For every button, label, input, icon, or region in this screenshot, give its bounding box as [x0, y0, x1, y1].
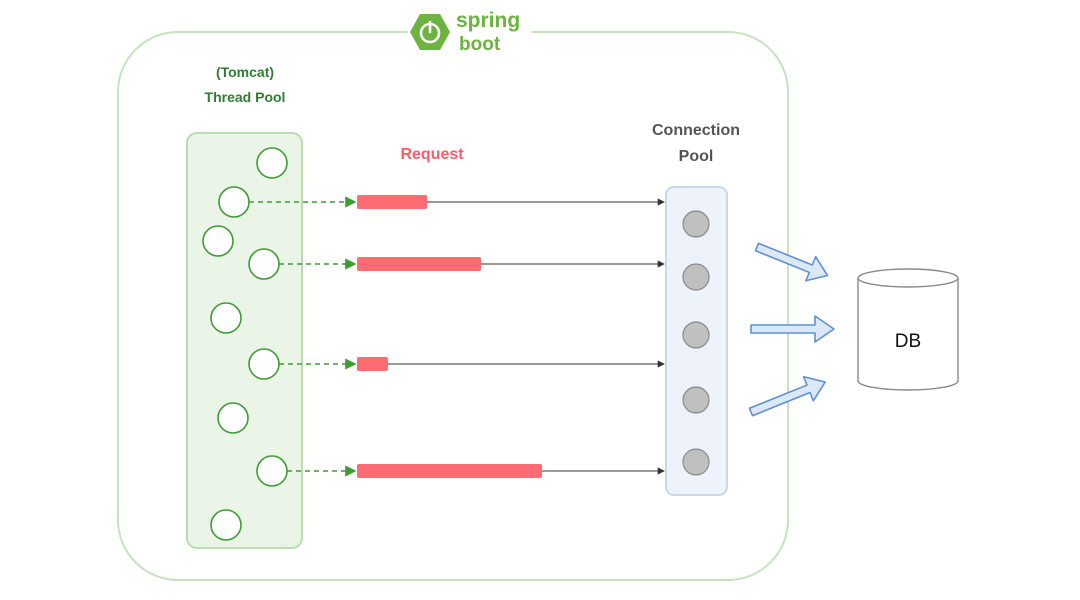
spring-boot-logo: spring boot [408, 8, 532, 58]
thread-circle [202, 225, 234, 257]
request-bar [357, 357, 388, 371]
request-bar [357, 464, 542, 478]
connections [682, 210, 710, 476]
thread-circle [256, 147, 288, 179]
thread-pool-label-line1: (Tomcat) [216, 64, 274, 80]
connection-pool-label-line2: Pool [679, 148, 714, 165]
logo-word-boot: boot [459, 34, 501, 55]
thread-circle [256, 455, 288, 487]
logo-word-spring: spring [456, 9, 520, 32]
db-arrow-upper [754, 242, 829, 282]
connection-dot [682, 321, 710, 349]
thread-circle [217, 402, 249, 434]
connection-dot [682, 448, 710, 476]
thread-pool-label-line2: Thread Pool [205, 89, 286, 105]
db-arrow-middle [750, 315, 835, 343]
threads [202, 147, 288, 541]
request-label: Request [400, 146, 464, 163]
db-label: DB [895, 331, 921, 352]
request-bars [357, 195, 542, 478]
thread-circle [210, 302, 242, 334]
request-to-pool-arrows [388, 198, 665, 475]
thread-circle [248, 348, 280, 380]
connection-dot [682, 386, 710, 414]
thread-circle [218, 186, 250, 218]
database-cylinder-icon [857, 268, 959, 391]
connection-dot [682, 263, 710, 291]
thread-circle [210, 509, 242, 541]
request-bar [357, 257, 481, 271]
connection-pool-label-line1: Connection [652, 122, 740, 139]
thread-circle [248, 248, 280, 280]
db-arrow-lower [748, 375, 826, 417]
connection-dot [682, 210, 710, 238]
thread-to-request-arrows [249, 196, 357, 477]
pool-to-db-arrows [748, 242, 835, 417]
request-bar [357, 195, 427, 209]
